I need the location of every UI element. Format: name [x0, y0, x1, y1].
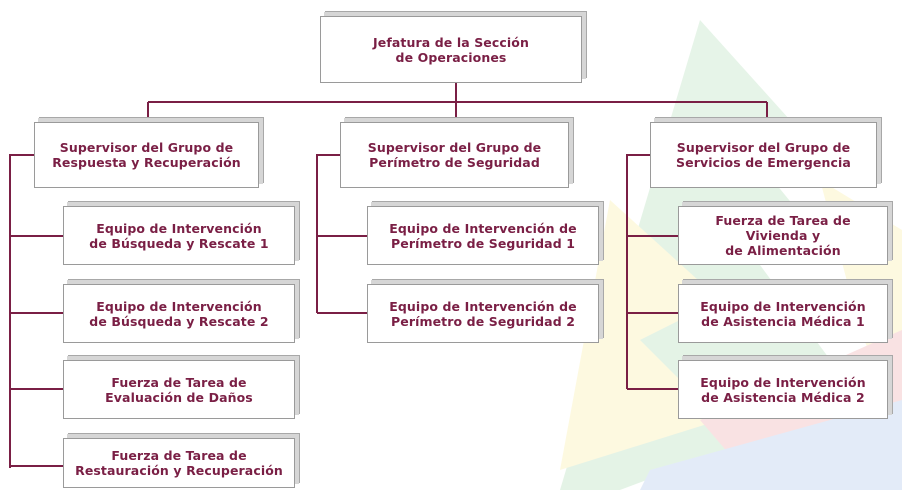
- unit-box-group-3-1: Fuerza de Tarea de Vivienda y de Aliment…: [678, 206, 888, 265]
- unit-label: Equipo de Intervención de Perímetro de S…: [389, 298, 577, 329]
- unit-box-group-1-2: Equipo de Intervención de Búsqueda y Res…: [63, 284, 295, 343]
- supervisor-box-group-3: Supervisor del Grupo de Servicios de Eme…: [650, 122, 877, 188]
- supervisor-label: Supervisor del Grupo de Servicios de Eme…: [676, 140, 851, 170]
- root-box: Jefatura de la Sección de Operaciones: [320, 16, 582, 83]
- connector-group-3-spine: [626, 154, 650, 389]
- supervisor-label: Supervisor del Grupo de Perímetro de Seg…: [367, 140, 542, 170]
- unit-label: Fuerza de Tarea de Vivienda y de Aliment…: [715, 213, 851, 258]
- unit-box-group-1-3: Fuerza de Tarea de Evaluación de Daños: [63, 360, 295, 419]
- connector-group-1-spine: [9, 154, 34, 468]
- supervisor-box-group-2: Supervisor del Grupo de Perímetro de Seg…: [340, 122, 569, 188]
- unit-label: Equipo de Intervención de Búsqueda y Res…: [89, 298, 269, 329]
- unit-box-group-1-4: Fuerza de Tarea de Restauración y Recupe…: [63, 438, 295, 488]
- unit-box-group-1-1: Equipo de Intervención de Búsqueda y Res…: [63, 206, 295, 265]
- unit-label: Equipo de Intervención de Búsqueda y Res…: [89, 220, 269, 251]
- unit-label: Equipo de Intervención de Asistencia Méd…: [700, 374, 866, 405]
- unit-label: Equipo de Intervención de Asistencia Méd…: [700, 298, 866, 329]
- unit-box-group-2-2: Equipo de Intervención de Perímetro de S…: [367, 284, 599, 343]
- unit-label: Equipo de Intervención de Perímetro de S…: [389, 220, 577, 251]
- root-label: Jefatura de la Sección de Operaciones: [373, 34, 529, 65]
- supervisor-box-group-1: Supervisor del Grupo de Respuesta y Recu…: [34, 122, 259, 188]
- unit-box-group-3-3: Equipo de Intervención de Asistencia Méd…: [678, 360, 888, 419]
- connector-group-2-spine: [316, 154, 340, 313]
- supervisor-label: Supervisor del Grupo de Respuesta y Recu…: [52, 140, 241, 170]
- unit-box-group-2-1: Equipo de Intervención de Perímetro de S…: [367, 206, 599, 265]
- unit-label: Fuerza de Tarea de Evaluación de Daños: [105, 374, 253, 405]
- unit-label: Fuerza de Tarea de Restauración y Recupe…: [75, 448, 283, 478]
- unit-box-group-3-2: Equipo de Intervención de Asistencia Méd…: [678, 284, 888, 343]
